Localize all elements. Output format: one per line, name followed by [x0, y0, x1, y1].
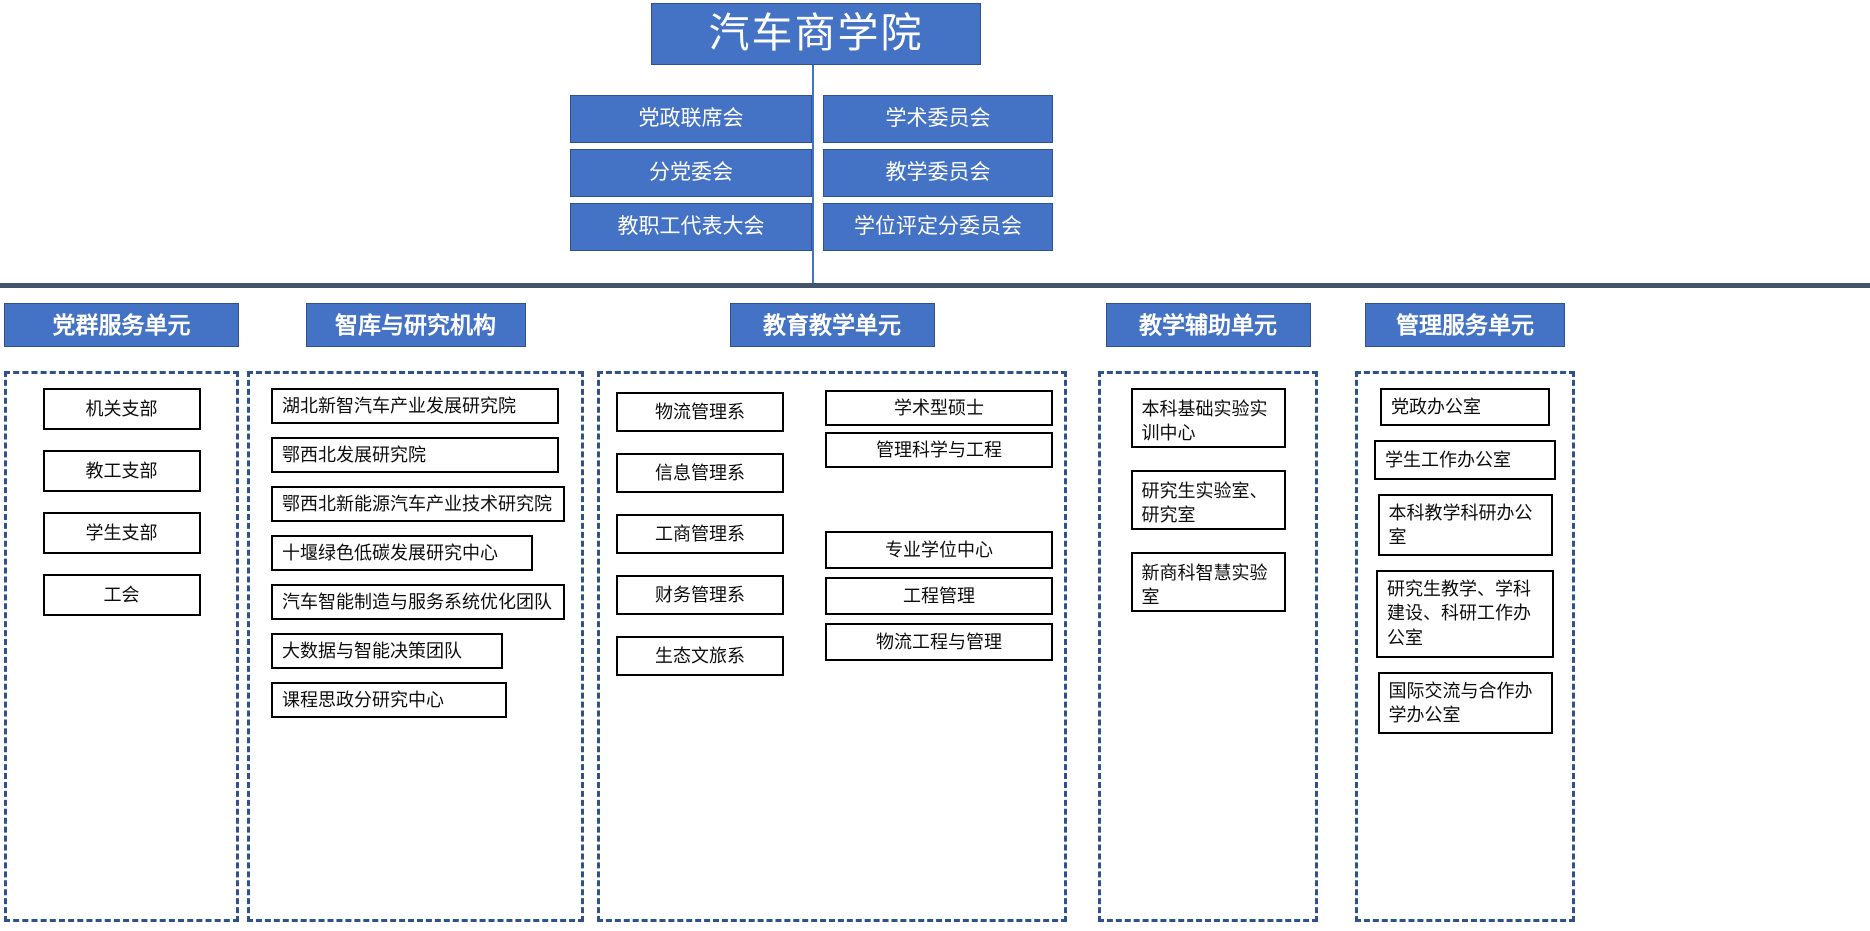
committee-box[interactable]: 党政联席会	[570, 95, 812, 143]
unit-item[interactable]: 研究生实验室、研究室	[1130, 470, 1286, 530]
unit-item[interactable]: 湖北新智汽车产业发展研究院	[271, 388, 559, 424]
unit-header-fuzhu[interactable]: 教学辅助单元	[1105, 303, 1311, 347]
unit-body-zhiku: 湖北新智汽车产业发展研究院 鄂西北发展研究院 鄂西北新能源汽车产业技术研究院 十…	[247, 371, 584, 922]
unit-body-guanli: 党政办公室 学生工作办公室 本科教学科研办公室 研究生教学、学科建设、科研工作办…	[1355, 371, 1575, 922]
unit-header-dangqun[interactable]: 党群服务单元	[4, 303, 239, 347]
root-connector-line	[812, 65, 814, 283]
unit-column-jiaoyu: 教育教学单元 物流管理系 信息管理系 工商管理系 财务管理系 生态文旅系 学术型…	[597, 303, 1067, 922]
unit-item[interactable]: 国际交流与合作办学办公室	[1377, 672, 1553, 734]
unit-column-dangqun: 党群服务单元 机关支部 教工支部 学生支部 工会	[4, 303, 239, 922]
unit-item[interactable]: 管理科学与工程	[825, 432, 1053, 468]
unit-item[interactable]: 学术型硕士	[825, 390, 1053, 426]
unit-body-dangqun: 机关支部 教工支部 学生支部 工会	[4, 371, 239, 922]
academic-degree-list: 学术型硕士 管理科学与工程	[825, 390, 1053, 474]
unit-column-guanli: 管理服务单元 党政办公室 学生工作办公室 本科教学科研办公室 研究生教学、学科建…	[1355, 303, 1575, 922]
unit-item[interactable]: 物流管理系	[616, 392, 784, 432]
page-title: 汽车商学院	[651, 3, 981, 65]
unit-item[interactable]: 工商管理系	[616, 514, 784, 554]
committee-box[interactable]: 教职工代表大会	[570, 203, 812, 251]
unit-item[interactable]: 机关支部	[42, 388, 201, 430]
unit-header-zhiku[interactable]: 智库与研究机构	[305, 303, 526, 347]
committee-box[interactable]: 学术委员会	[823, 95, 1053, 143]
unit-item[interactable]: 党政办公室	[1380, 388, 1550, 426]
committee-group-left: 党政联席会 分党委会 教职工代表大会	[570, 95, 812, 257]
unit-item[interactable]: 十堰绿色低碳发展研究中心	[271, 535, 533, 571]
unit-item[interactable]: 研究生教学、学科建设、科研工作办公室	[1376, 570, 1554, 658]
unit-item[interactable]: 课程思政分研究中心	[271, 682, 507, 718]
committee-box[interactable]: 学位评定分委员会	[823, 203, 1053, 251]
unit-item[interactable]: 专业学位中心	[825, 531, 1053, 569]
unit-item[interactable]: 本科基础实验实训中心	[1130, 388, 1286, 448]
committee-box[interactable]: 教学委员会	[823, 149, 1053, 197]
unit-item[interactable]: 学生工作办公室	[1374, 440, 1556, 480]
unit-item[interactable]: 鄂西北新能源汽车产业技术研究院	[271, 486, 565, 522]
committee-group-right: 学术委员会 教学委员会 学位评定分委员会	[823, 95, 1053, 257]
unit-item[interactable]: 大数据与智能决策团队	[271, 633, 503, 669]
unit-item[interactable]: 生态文旅系	[616, 636, 784, 676]
unit-item[interactable]: 工程管理	[825, 577, 1053, 615]
unit-header-guanli[interactable]: 管理服务单元	[1365, 303, 1565, 347]
unit-item[interactable]: 财务管理系	[616, 575, 784, 615]
horizontal-bus-line	[0, 283, 1870, 288]
unit-item[interactable]: 本科教学科研办公室	[1377, 494, 1553, 556]
unit-column-zhiku: 智库与研究机构 湖北新智汽车产业发展研究院 鄂西北发展研究院 鄂西北新能源汽车产…	[247, 303, 584, 922]
unit-item[interactable]: 学生支部	[42, 512, 201, 554]
unit-item[interactable]: 汽车智能制造与服务系统优化团队	[271, 584, 565, 620]
unit-item[interactable]: 鄂西北发展研究院	[271, 437, 559, 473]
unit-item[interactable]: 教工支部	[42, 450, 201, 492]
unit-body-fuzhu: 本科基础实验实训中心 研究生实验室、研究室 新商科智慧实验室	[1098, 371, 1318, 922]
professional-degree-list: 专业学位中心 工程管理 物流工程与管理	[825, 531, 1053, 669]
unit-header-jiaoyu[interactable]: 教育教学单元	[729, 303, 935, 347]
unit-body-jiaoyu: 物流管理系 信息管理系 工商管理系 财务管理系 生态文旅系 学术型硕士 管理科学…	[597, 371, 1067, 922]
department-list: 物流管理系 信息管理系 工商管理系 财务管理系 生态文旅系	[616, 392, 784, 697]
unit-item[interactable]: 信息管理系	[616, 453, 784, 493]
unit-item[interactable]: 新商科智慧实验室	[1130, 552, 1286, 612]
unit-item[interactable]: 工会	[42, 574, 201, 616]
committee-box[interactable]: 分党委会	[570, 149, 812, 197]
unit-item[interactable]: 物流工程与管理	[825, 623, 1053, 661]
unit-column-fuzhu: 教学辅助单元 本科基础实验实训中心 研究生实验室、研究室 新商科智慧实验室	[1098, 303, 1318, 922]
